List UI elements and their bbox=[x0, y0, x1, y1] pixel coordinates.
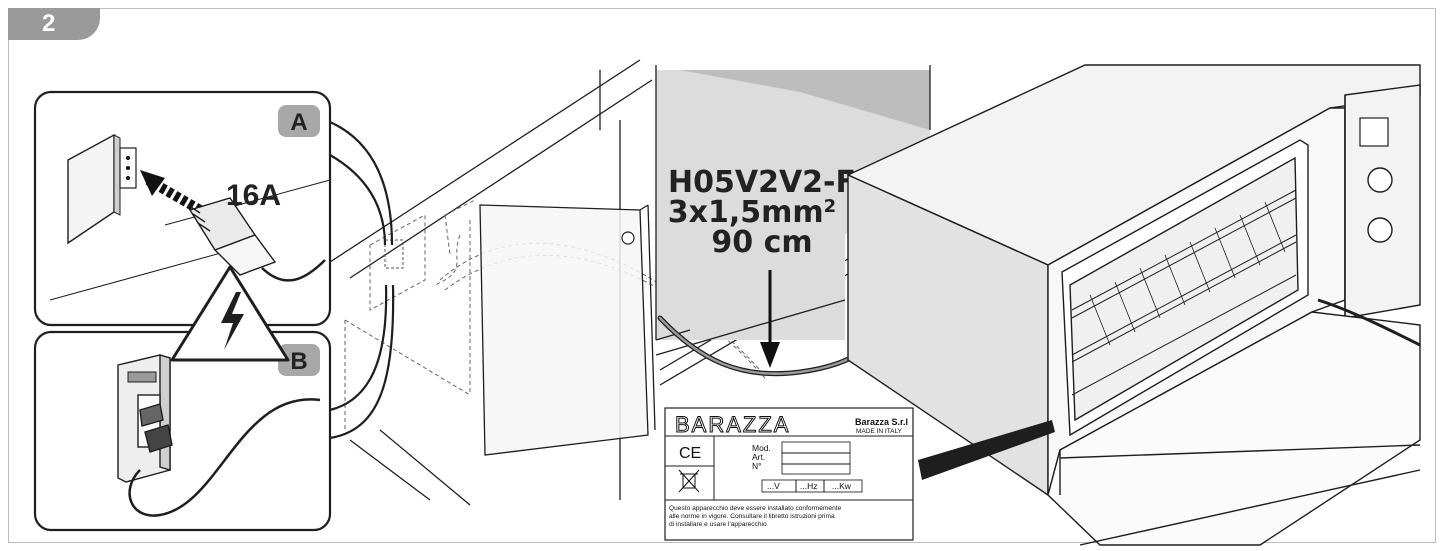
plate-rating-volt: ...V bbox=[767, 481, 780, 491]
wall-socket-outline bbox=[384, 239, 404, 269]
cable-spec: H05V2V2-F 3x1,5mm2 90 cm bbox=[668, 165, 856, 260]
plate-pointer bbox=[918, 420, 1055, 480]
cable-section: 3x1,5mm2 bbox=[668, 195, 836, 230]
badge-a bbox=[278, 105, 320, 137]
oven bbox=[846, 64, 1421, 546]
plate-field-no: N° bbox=[752, 461, 762, 471]
step-number-tab: 2 bbox=[8, 8, 100, 40]
panel-b: B bbox=[33, 330, 332, 532]
plate-brand: BARAZZA bbox=[675, 412, 790, 437]
badge-a-letter: A bbox=[290, 109, 307, 136]
rating-plate: BARAZZA Barazza S.r.l MADE IN ITALY CE M… bbox=[664, 407, 914, 541]
plate-notice-2: alle norme in vigore. Consultare il libr… bbox=[669, 513, 835, 520]
plate-rating-hz: ...Hz bbox=[800, 481, 817, 491]
badge-b bbox=[278, 344, 320, 376]
cable-length: 90 cm bbox=[711, 225, 812, 260]
plate-notice-1: Questo apparecchio deve essere installat… bbox=[669, 505, 842, 512]
high-voltage-warning-icon bbox=[170, 265, 290, 362]
plate-company: Barazza S.r.l bbox=[855, 417, 908, 427]
diagram-frame bbox=[8, 8, 1436, 543]
plate-rating-kw: ...Kw bbox=[832, 481, 852, 491]
wee-bin-icon bbox=[678, 469, 700, 493]
cable-type: H05V2V2-F bbox=[668, 165, 856, 200]
cable-arrow bbox=[760, 270, 780, 368]
insert-arrow bbox=[140, 170, 203, 215]
panel-a: 16A A bbox=[33, 90, 332, 327]
plate-field-mod: Mod. bbox=[752, 443, 771, 453]
cabinet-door bbox=[479, 204, 656, 456]
plate-origin: MADE IN ITALY bbox=[856, 428, 903, 435]
ce-mark: CE bbox=[679, 445, 701, 462]
panel-leader-lines bbox=[329, 120, 395, 440]
plate-notice-3: di installare e usare l'apparecchio bbox=[669, 521, 767, 528]
badge-b-letter: B bbox=[290, 348, 307, 375]
plug-icon bbox=[187, 197, 326, 282]
current-rating: 16A bbox=[226, 179, 281, 212]
circuit-breaker-icon bbox=[117, 354, 321, 517]
plate-field-art: Art. bbox=[752, 452, 765, 462]
